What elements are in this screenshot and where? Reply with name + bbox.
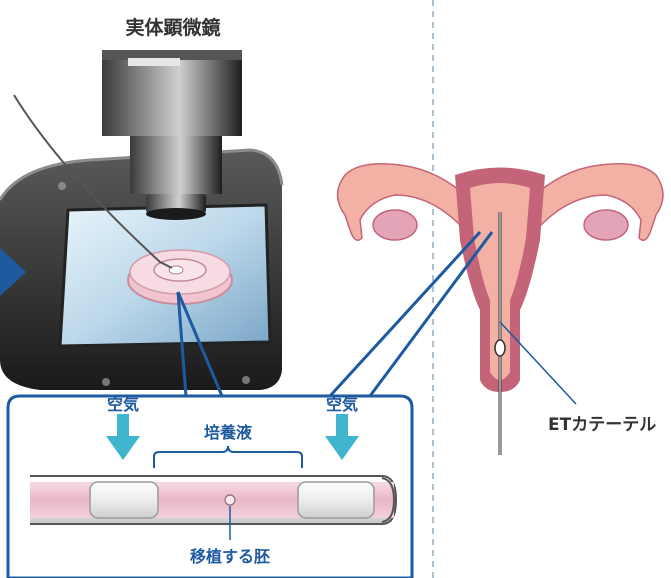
microscope-illustration — [0, 50, 282, 390]
embryo-label: 移植する胚 — [190, 547, 270, 566]
microscope-objective — [130, 136, 222, 194]
microscope-label: 実体顕微鏡 — [125, 16, 220, 39]
medium-label: 培養液 — [204, 423, 253, 442]
catheter-label: ETカテーテル — [548, 415, 656, 435]
ovary-right — [584, 210, 628, 240]
zoom-line-right — [330, 232, 480, 396]
catheter-tube — [30, 476, 396, 524]
air-label-right: 空気 — [326, 395, 358, 414]
embryo-dot — [225, 495, 235, 505]
air-label-left: 空気 — [107, 395, 139, 414]
air-bubble-left — [90, 482, 158, 518]
air-bubble-right — [298, 482, 374, 518]
ovary-left — [373, 210, 417, 240]
